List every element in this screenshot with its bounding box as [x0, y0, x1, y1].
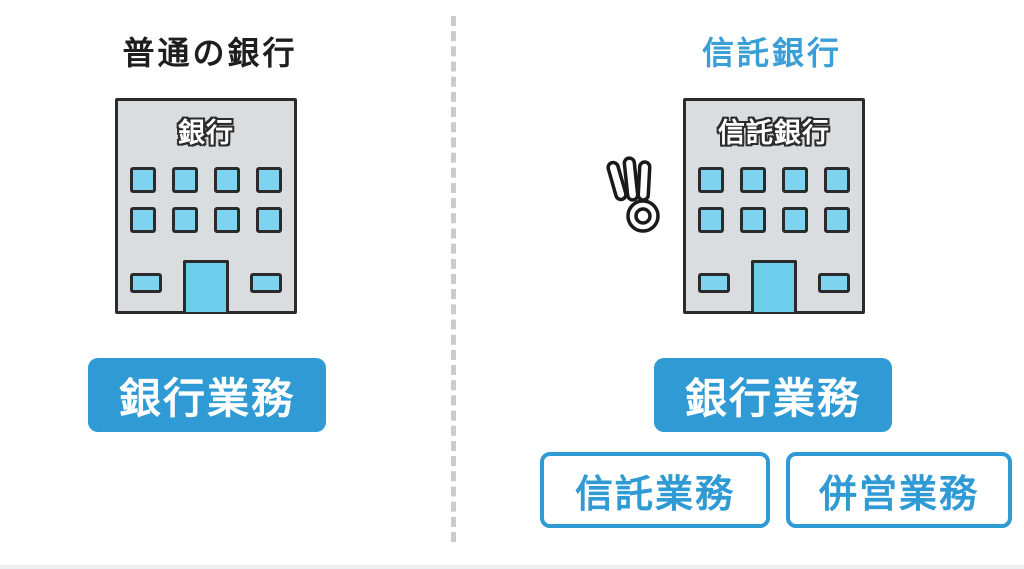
- banking-operations-badge-right: 銀行業務: [654, 358, 892, 432]
- left-column-title: 普通の銀行: [122, 35, 298, 71]
- building-door: [183, 260, 229, 312]
- building-window-row: [130, 207, 282, 233]
- bottom-edge-line: [0, 565, 1024, 569]
- building-window: [740, 167, 766, 193]
- building-window: [256, 167, 282, 193]
- building-door: [751, 260, 797, 312]
- banking-operations-badge-left: 銀行業務: [88, 358, 326, 432]
- building-window-small: [698, 273, 730, 293]
- building-window: [824, 167, 850, 193]
- building-window: [256, 207, 282, 233]
- building-window-row: [698, 207, 850, 233]
- building-window: [782, 167, 808, 193]
- right-column-title: 信託銀行: [701, 35, 842, 71]
- building-window: [698, 167, 724, 193]
- ok-hand-icon: [606, 156, 666, 238]
- building-window: [130, 207, 156, 233]
- trust-operations-badge: 信託業務: [540, 452, 770, 528]
- building-sign: 信託銀行: [718, 118, 830, 148]
- building-window-small: [250, 273, 282, 293]
- building-window: [740, 207, 766, 233]
- building-window: [172, 167, 198, 193]
- trust-bank-building: 信託銀行: [683, 98, 865, 314]
- building-window: [782, 207, 808, 233]
- building-window-row: [698, 167, 850, 193]
- building-sign: 銀行: [178, 118, 234, 148]
- building-window: [130, 167, 156, 193]
- building-window: [824, 207, 850, 233]
- concurrent-operations-badge: 併営業務: [786, 452, 1012, 528]
- ordinary-bank-building: 銀行: [115, 98, 297, 314]
- building-window: [214, 167, 240, 193]
- vertical-dashed-divider: [451, 16, 456, 542]
- building-window-row: [130, 167, 282, 193]
- building-window-small: [818, 273, 850, 293]
- building-window-small: [130, 273, 162, 293]
- building-window: [214, 207, 240, 233]
- building-window: [698, 207, 724, 233]
- building-window: [172, 207, 198, 233]
